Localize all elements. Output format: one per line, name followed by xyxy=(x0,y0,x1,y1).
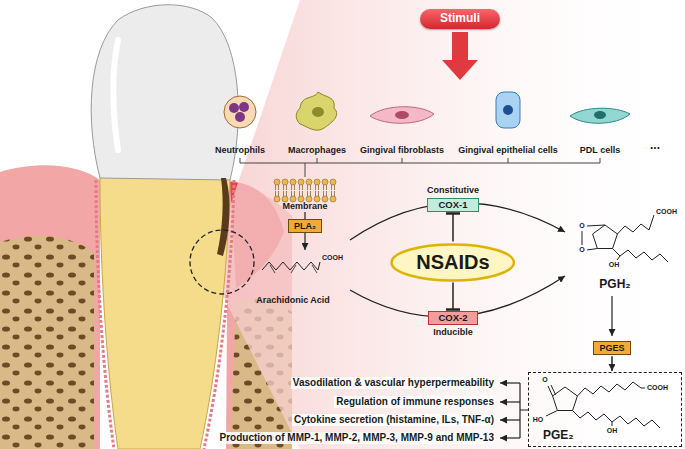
stimulus-pill-text: Stimuli xyxy=(440,12,480,26)
enzyme-box: COX-2Inducible xyxy=(428,311,477,338)
inhibition-connector xyxy=(452,283,454,310)
arachidonic-acid-structure xyxy=(262,262,320,273)
arrow-connector xyxy=(611,356,613,371)
zoom-circle xyxy=(190,230,254,294)
ellipsis: ... xyxy=(650,139,660,153)
crown-shine xyxy=(114,40,119,150)
cell-label: Neutrophils xyxy=(215,145,265,155)
chem-group: HO xyxy=(533,416,544,424)
enzyme-box-text: Constitutive xyxy=(427,185,479,195)
cell-label: PDL cells xyxy=(580,145,620,155)
enzyme-box-text: COX-1 xyxy=(427,198,479,213)
stimulus-pill: Stimuli xyxy=(420,9,500,29)
chem-group: OH xyxy=(607,427,618,435)
epithelial-cell-icon xyxy=(496,92,520,128)
enzyme-box-text: Inducible xyxy=(428,327,477,337)
product-box: PGE₂ xyxy=(528,372,682,447)
chem-group: COOH xyxy=(647,384,668,392)
bracket xyxy=(240,158,600,177)
cell-label: Macrophages xyxy=(288,145,346,155)
fibroblast-icon xyxy=(370,107,434,124)
zoom-wedge xyxy=(222,0,685,449)
effect-arrow xyxy=(500,401,520,402)
effect-arrow xyxy=(500,419,520,420)
enzyme-box: PLA₂ xyxy=(288,219,322,233)
effect-label: Cytokine secretion (histamine, ILs, TNF-… xyxy=(292,414,496,426)
molecule-name: Arachidonic Acid xyxy=(256,295,330,305)
effect-label: Vasodilation & vascular hyperpermeabilit… xyxy=(291,377,496,389)
enzyme-box-text: COX-2 xyxy=(428,311,477,326)
enzyme-box: ConstitutiveCOX-1 xyxy=(427,185,479,212)
product-box-text: PGE₂ xyxy=(543,429,681,443)
membrane-label: Membrane xyxy=(282,201,327,211)
drug-ellipse: NSAIDs xyxy=(390,243,515,282)
inhibition-connector xyxy=(452,213,454,241)
root xyxy=(100,176,230,449)
effect-arrow xyxy=(500,382,520,383)
bone xyxy=(0,236,94,449)
chem-atom: O xyxy=(579,222,584,230)
chem-group: COOH xyxy=(656,208,677,216)
effect-label: Regulation of immune responses xyxy=(334,396,496,408)
effect-label: Production of MMP-1, MMP-2, MMP-3, MMP-9… xyxy=(218,432,496,444)
macrophage-icon xyxy=(296,92,336,130)
pgh2-structure xyxy=(582,215,668,262)
molecule-name: PGH₂ xyxy=(599,278,630,292)
neutrophil-icon xyxy=(224,96,256,128)
membrane-bilayer xyxy=(274,179,336,202)
pdl-cell-icon xyxy=(570,108,630,123)
effect-arrow xyxy=(500,437,520,438)
enzyme-box-text: PGES xyxy=(599,343,624,353)
pgh2-arrow xyxy=(611,296,612,336)
enzyme-box-text: PLA₂ xyxy=(294,221,316,231)
drug-ellipse-text: NSAIDs xyxy=(416,251,489,274)
pge2-structure xyxy=(546,382,660,428)
plaque xyxy=(217,178,230,256)
stimuli-arrow xyxy=(442,32,478,80)
chem-group: COOH xyxy=(322,254,343,262)
cell-label: Gingival fibroblasts xyxy=(360,145,444,155)
chem-group: OH xyxy=(609,261,620,269)
chem-atom: O xyxy=(579,246,584,254)
enzyme-box: PGES xyxy=(593,341,630,355)
ellipse-shape xyxy=(392,244,514,280)
effects-bracket xyxy=(520,383,528,438)
cell-label: Gingival epithelial cells xyxy=(458,145,558,155)
gingiva xyxy=(0,165,100,449)
chem-atom: O xyxy=(542,376,547,384)
